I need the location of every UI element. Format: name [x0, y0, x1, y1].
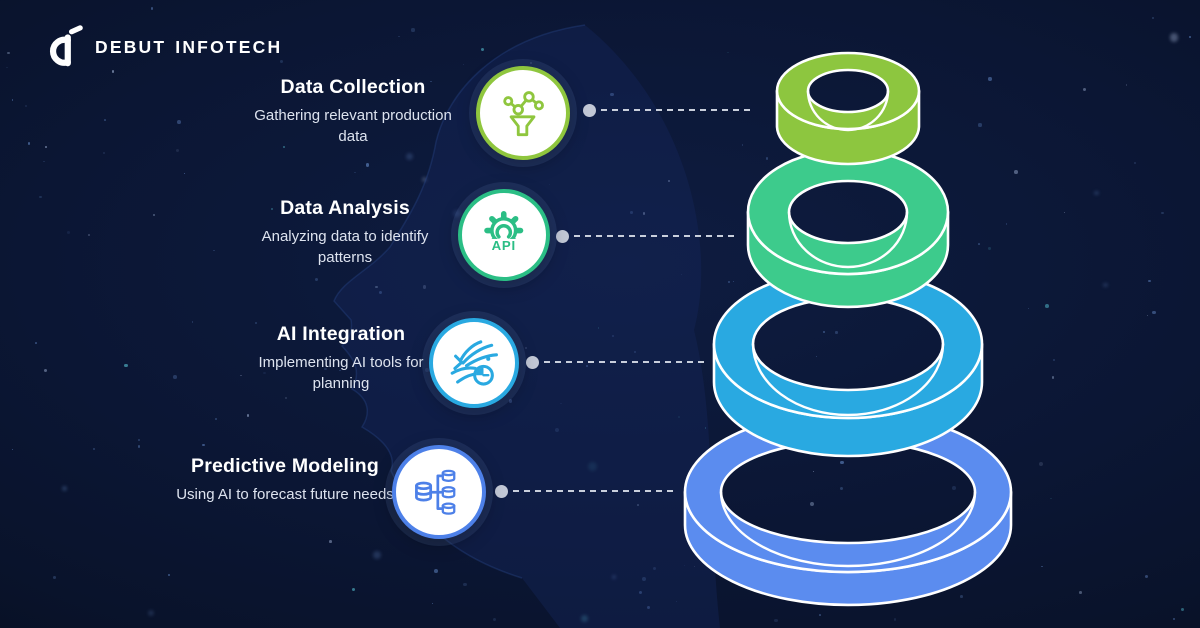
step-4-text: Predictive Modeling Using AI to forecast…: [168, 455, 402, 506]
step-description: Analyzing data to identify patterns: [261, 228, 429, 266]
step-title: Predictive Modeling: [190, 455, 379, 477]
step-description: Gathering relevant production data: [254, 107, 452, 145]
ring-ai-integration: [712, 268, 984, 458]
step-description: Using AI to forecast future needs: [176, 486, 394, 503]
connector-dot: [495, 485, 508, 498]
connector-line: [544, 361, 706, 364]
connector-line: [513, 490, 675, 493]
brand-wordmark: DEBUT INFOTECH: [95, 37, 282, 58]
connector-line: [601, 109, 753, 112]
step-3-text: AI Integration Implementing AI tools for…: [224, 323, 458, 394]
gear-api-icon: API: [458, 189, 550, 281]
connector-dot: [526, 356, 539, 369]
step-description: Implementing AI tools for planning: [258, 354, 424, 392]
connector-dot: [556, 230, 569, 243]
step-title: Data Analysis: [280, 197, 410, 219]
connector-line: [574, 235, 734, 238]
ring-data-analysis: [746, 148, 950, 309]
brand-logo-icon: [49, 25, 83, 67]
network-funnel-icon: [476, 66, 570, 160]
connector-dot: [583, 104, 596, 117]
brand-word-2: INFOTECH: [175, 36, 283, 57]
step-title: AI Integration: [276, 323, 406, 345]
step-2-text: Data Analysis Analyzing data to identify…: [228, 197, 462, 268]
brand-word-1: DEBUT: [95, 36, 167, 57]
api-label: API: [492, 238, 516, 253]
ai-flow-clock-icon: [429, 318, 519, 408]
brand-logo: DEBUT INFOTECH: [42, 24, 282, 70]
step-title: Data Collection: [280, 76, 426, 98]
database-flow-icon: [392, 445, 486, 539]
step-1-text: Data Collection Gathering relevant produ…: [236, 76, 470, 147]
